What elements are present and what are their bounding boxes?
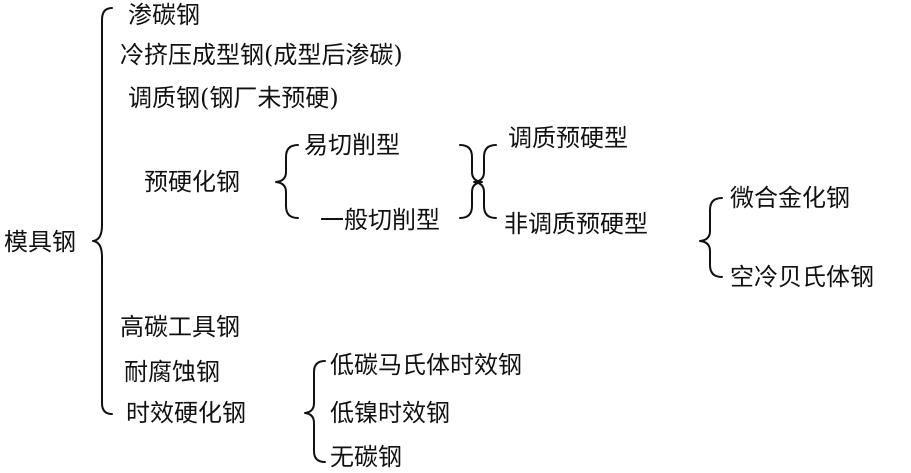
prehardened-brace bbox=[275, 144, 299, 219]
non-qt-brace bbox=[699, 197, 723, 278]
subtype-low-carbon-martensitic: 低碳马氏体时效钢 bbox=[330, 351, 522, 379]
prehardened-types-brace bbox=[473, 144, 497, 219]
subtype-qt-prehardened: 调质预硬型 bbox=[508, 124, 628, 152]
subtype-carbon-free: 无碳钢 bbox=[330, 443, 402, 471]
category-quenched-tempered: 调质钢(钢厂未预硬) bbox=[128, 84, 339, 112]
subtype-non-qt-prehardened: 非调质预硬型 bbox=[504, 210, 648, 238]
category-prehardened: 预硬化钢 bbox=[144, 168, 240, 196]
subtype-general-cutting: 一般切削型 bbox=[320, 206, 440, 234]
subtype-microalloyed: 微合金化钢 bbox=[730, 184, 850, 212]
age-hardening-brace bbox=[304, 360, 326, 463]
category-cold-extrusion: 冷挤压成型钢(成型后渗碳) bbox=[120, 41, 403, 69]
category-high-carbon-tool: 高碳工具钢 bbox=[120, 313, 240, 341]
category-carburizing: 渗碳钢 bbox=[128, 1, 200, 29]
main-brace bbox=[92, 7, 113, 415]
cutting-types-merge-brace bbox=[459, 144, 483, 219]
category-corrosion-resistant: 耐腐蚀钢 bbox=[124, 358, 220, 386]
subtype-air-cooled-bainitic: 空冷贝氏体钢 bbox=[730, 263, 874, 291]
root-label: 模具钢 bbox=[4, 228, 76, 256]
category-age-hardening: 时效硬化钢 bbox=[126, 399, 246, 427]
subtype-easy-cutting: 易切削型 bbox=[304, 131, 400, 159]
subtype-low-nickel: 低镍时效钢 bbox=[330, 399, 450, 427]
